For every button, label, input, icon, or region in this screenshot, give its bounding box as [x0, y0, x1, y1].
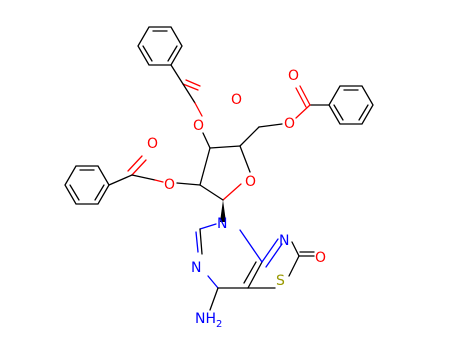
atom-n-ring-bottom: N: [217, 216, 227, 232]
benzoyl-left: [64, 155, 201, 205]
amine-h: H: [205, 311, 216, 327]
bond-ring-carbonyl-top: [170, 64, 184, 85]
benzene-ring-left: [64, 165, 110, 205]
atom-s-thiazole: S: [276, 273, 285, 289]
bond-carbonyl-top-b: [185, 79, 201, 87]
atom-n-thiazole: N: [279, 233, 289, 249]
atom-n-pyrimidine: N: [191, 260, 201, 276]
atom-o-carbonyl-top: O: [231, 92, 242, 108]
benzoyl-right: [239, 85, 374, 147]
benzene-ring-top: [137, 26, 183, 66]
benzene-ring-right: [328, 85, 374, 125]
benzoyl-top: [137, 26, 211, 149]
wedge-bond-n: [220, 200, 226, 222]
atom-o-thiazolone: O: [315, 250, 326, 266]
amine-subscript: 2: [216, 319, 222, 330]
atom-amine: NH2: [195, 311, 222, 330]
amine-n: N: [195, 311, 205, 327]
bond-carbonyl-top-a: [182, 83, 199, 91]
atom-o-ester-top: O: [193, 118, 204, 134]
ribose-ring: [199, 145, 251, 222]
atom-o-ester-right: O: [284, 116, 295, 132]
thiazolopyrimidine: [195, 223, 315, 311]
atom-o-ester-left: O: [164, 177, 175, 193]
atom-o-ring: O: [245, 174, 256, 190]
atom-o-carbonyl-left: O: [147, 136, 158, 152]
atom-o-carbonyl-right: O: [288, 68, 299, 84]
